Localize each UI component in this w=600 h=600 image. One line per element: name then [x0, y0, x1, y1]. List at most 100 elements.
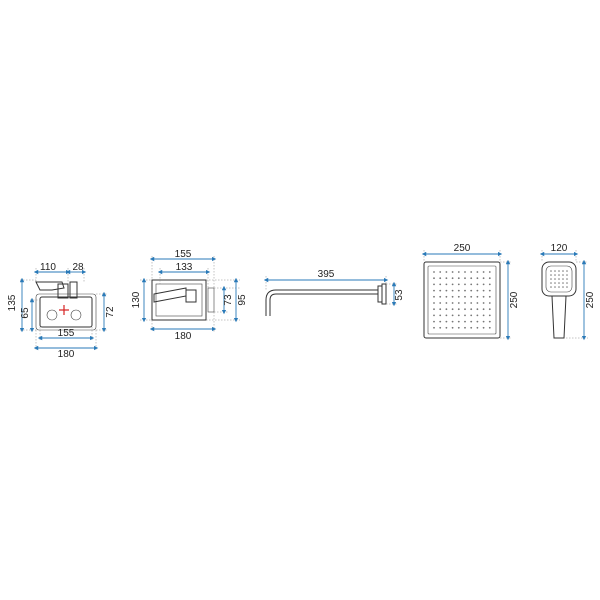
handshower-nozzle [558, 282, 560, 284]
head-nozzle [445, 302, 448, 304]
head-nozzle [488, 320, 491, 323]
handshower-nozzle [562, 282, 564, 284]
head-nozzle [439, 326, 442, 329]
mixer-plate [35, 293, 97, 331]
arm-drawing: 395 53 [263, 269, 405, 316]
head-nozzle [445, 295, 448, 298]
head-nozzle [457, 271, 460, 273]
head-nozzle [488, 277, 491, 280]
head-nozzle [439, 320, 442, 323]
head-nozzle [476, 289, 479, 292]
head-nozzle [451, 314, 454, 317]
arm-pipe-inner [269, 293, 378, 316]
dim-mixer-top-right: 28 [72, 262, 84, 273]
head-nozzle [433, 326, 435, 329]
head-nozzle [470, 302, 473, 304]
dim-arm-height: 53 [394, 289, 405, 301]
head-nozzle [439, 295, 442, 298]
head-nozzle [482, 326, 485, 329]
handshower-nozzle [558, 274, 560, 276]
head-nozzle [464, 308, 466, 311]
head-nozzle [439, 283, 442, 286]
head-nozzle [482, 289, 485, 292]
handshower-nozzles [550, 270, 568, 288]
head-nozzle [445, 326, 448, 329]
head-nozzle [476, 277, 479, 280]
dim-mixer-left-outer: 135 [7, 294, 18, 311]
head-nozzle [451, 295, 454, 298]
head-nozzle [439, 289, 442, 292]
head-nozzle [476, 326, 479, 329]
handshower-nozzle [554, 274, 556, 276]
head-nozzle [439, 314, 442, 317]
head-nozzle [457, 283, 460, 286]
head-nozzle [445, 271, 448, 273]
head-nozzle [457, 320, 460, 323]
mixer-handle [35, 281, 65, 291]
head-nozzle [470, 308, 473, 311]
head-nozzle [476, 302, 479, 304]
head-nozzle [476, 283, 479, 286]
handshower-nozzle [550, 274, 552, 276]
mixer-spout [69, 281, 78, 299]
dim-box-top-outer: 155 [175, 249, 192, 260]
mixer-valve-left [46, 309, 58, 321]
handshower-nozzle [566, 286, 568, 288]
head-nozzle [451, 283, 454, 286]
arm-flange [377, 285, 383, 303]
arm-pipe-outer [265, 289, 378, 316]
head-nozzle [445, 308, 448, 311]
head-nozzle [445, 314, 448, 317]
dim-box-left: 130 [131, 291, 142, 308]
head-nozzle [445, 320, 448, 323]
head-nozzle [470, 289, 473, 292]
handshower-face [545, 265, 573, 293]
head-nozzle [488, 308, 491, 311]
head-nozzle [464, 314, 466, 317]
head-nozzle [488, 314, 491, 317]
dim-mixer-right: 72 [105, 306, 116, 318]
head-nozzle [445, 283, 448, 286]
handshower-nozzle [566, 270, 568, 272]
box-cartridge [185, 289, 197, 303]
head-nozzle [445, 289, 448, 292]
head-nozzle [476, 308, 479, 311]
box-handle [153, 287, 187, 303]
handshower-nozzle [558, 278, 560, 280]
head-nozzle [451, 326, 454, 329]
head-nozzle [488, 326, 491, 329]
head-nozzle [451, 308, 454, 311]
dim-handshower-height: 250 [585, 291, 596, 308]
dim-box-right-outer: 95 [237, 294, 248, 306]
head-nozzle [488, 271, 491, 273]
handshower-nozzle [550, 286, 552, 288]
head-nozzle [476, 271, 479, 273]
handshower-nozzle [566, 282, 568, 284]
handshower-drawing: 120 250 [539, 243, 596, 341]
head-nozzle [451, 277, 454, 280]
head-nozzle [488, 283, 491, 286]
mixer-body [39, 296, 93, 328]
dim-box-top-inner: 133 [176, 262, 193, 273]
head-nozzle [433, 289, 435, 292]
box-drawing: 155 133 130 73 95 180 [131, 249, 248, 342]
arm-wall-plate [381, 283, 387, 305]
handshower-handle [551, 295, 567, 339]
box-body [151, 279, 207, 321]
head-nozzle [451, 289, 454, 292]
head-nozzle [470, 271, 473, 273]
mixer-valve-right [70, 309, 82, 321]
handshower-nozzle [550, 282, 552, 284]
head-nozzle [464, 320, 466, 323]
handshower-nozzle [562, 278, 564, 280]
head-nozzle [439, 271, 442, 273]
head-nozzle [482, 271, 485, 273]
head-nozzle [470, 277, 473, 280]
handshower-nozzle [566, 278, 568, 280]
head-nozzle [439, 277, 442, 280]
head-nozzle [482, 308, 485, 311]
head-nozzle [464, 271, 466, 273]
head-outline [423, 261, 501, 339]
handshower-nozzle [562, 270, 564, 272]
